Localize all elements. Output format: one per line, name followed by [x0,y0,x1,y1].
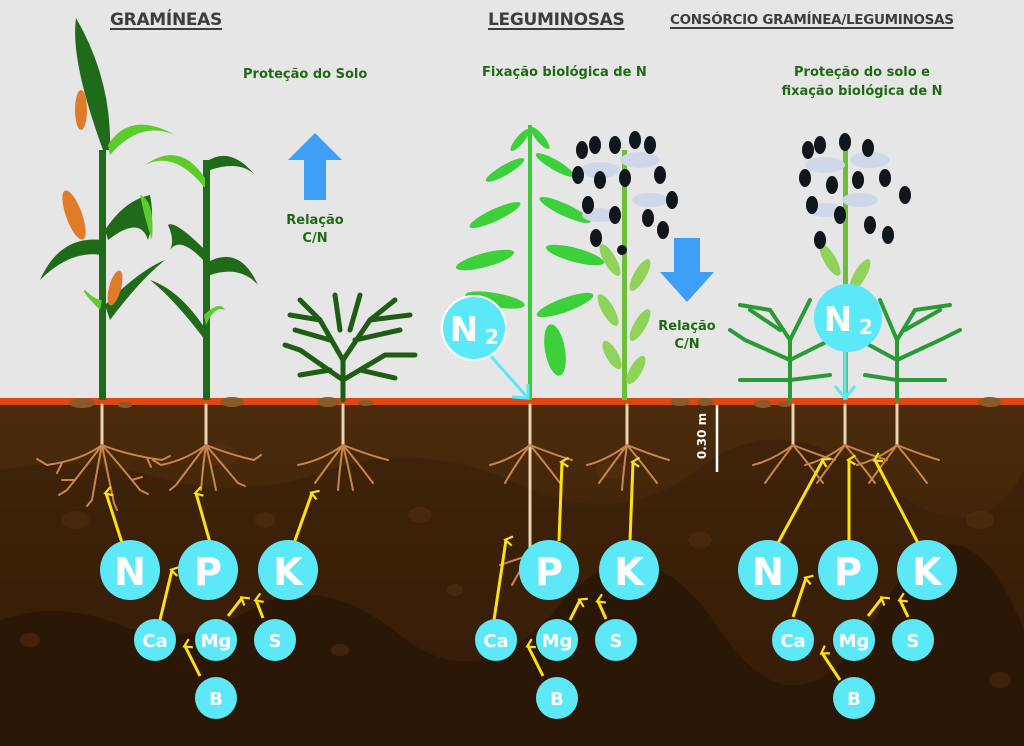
n2-flow-arrow [488,345,857,401]
svg-text:B: B [550,689,564,710]
nutrient-bubbles-gramineas: N P K Ca Mg S B [100,540,318,719]
subtitle-consorcio: Proteção do solo e fixação biológica de … [781,65,943,99]
nutrient-bubble-n: N [100,540,160,600]
nutrient-bubble-p: P [519,540,579,600]
svg-text:Ca: Ca [483,631,508,652]
svg-text:N: N [450,310,478,350]
nutrient-bubble-ca: Ca [772,619,814,661]
svg-text:P: P [535,550,563,594]
nutrient-bubble-mg: Mg [833,619,875,661]
crotalaria-plant-icon [572,131,678,400]
n2-bubble-consorcio: N 2 [814,284,882,352]
svg-text:Mg: Mg [542,631,573,652]
subtitle-gramineas: Proteção do Solo [243,67,368,82]
svg-text:Mg: Mg [839,631,870,652]
svg-text:P: P [834,550,862,594]
nutrient-bubble-n: N [738,540,798,600]
nutrient-bubble-s: S [254,619,296,661]
svg-text:2: 2 [485,325,499,349]
grass-bush-icon [282,292,418,403]
nutrient-bubble-k: K [897,540,957,600]
nutrient-bubble-b: B [536,677,578,719]
nutrient-bubble-ca: Ca [134,619,176,661]
nutrient-bubble-k: K [599,540,659,600]
nutrient-bubble-p: P [818,540,878,600]
svg-text:Ca: Ca [142,631,167,652]
svg-text:S: S [907,631,920,652]
svg-text:S: S [269,631,282,652]
svg-text:Mg: Mg [201,631,232,652]
nutrient-bubbles-leguminosas: P K Ca Mg S B [475,540,659,719]
svg-text:K: K [614,550,645,594]
cn-ratio-label-leguminosas: Relação C/N [658,319,716,352]
grass-bush-icon [728,298,962,402]
arrow-up-icon [288,133,342,200]
svg-text:B: B [847,689,861,710]
svg-text:Ca: Ca [780,631,805,652]
nutrient-bubble-p: P [178,540,238,600]
nutrient-bubble-s: S [892,619,934,661]
nutrient-bubble-s: S [595,619,637,661]
nutrient-bubble-b: B [195,677,237,719]
cn-ratio-label-gramineas: Relação C/N [286,213,344,246]
nutrient-bubble-b: B [833,677,875,719]
crotalaria-plant-icon [799,133,911,400]
n2-bubble-leguminosas: N 2 [441,295,507,361]
section-title-leguminosas: LEGUMINOSAS [488,10,625,30]
nutrient-bubble-k: K [258,540,318,600]
nutrient-bubble-ca: Ca [475,619,517,661]
nutrient-uptake-arrows [106,460,920,681]
svg-text:N: N [114,550,146,594]
nutrient-bubbles-consorcio: N P K Ca Mg S B [738,540,957,719]
svg-text:B: B [209,689,223,710]
corn-plant-icon [40,18,258,400]
section-title-consorcio: CONSÓRCIO GRAMÍNEA/LEGUMINOSAS [670,12,954,28]
svg-text:P: P [194,550,222,594]
svg-text:S: S [610,631,623,652]
svg-text:N: N [824,300,852,340]
svg-text:K: K [273,550,304,594]
svg-text:K: K [912,550,943,594]
svg-text:N: N [752,550,784,594]
arrow-down-icon [660,238,714,302]
svg-text:2: 2 [859,315,873,339]
nutrient-bubble-mg: Mg [195,619,237,661]
nutrient-bubble-mg: Mg [536,619,578,661]
subtitle-leguminosas: Fixação biológica de N [482,65,647,80]
section-title-gramineas: GRAMÍNEAS [110,10,222,30]
